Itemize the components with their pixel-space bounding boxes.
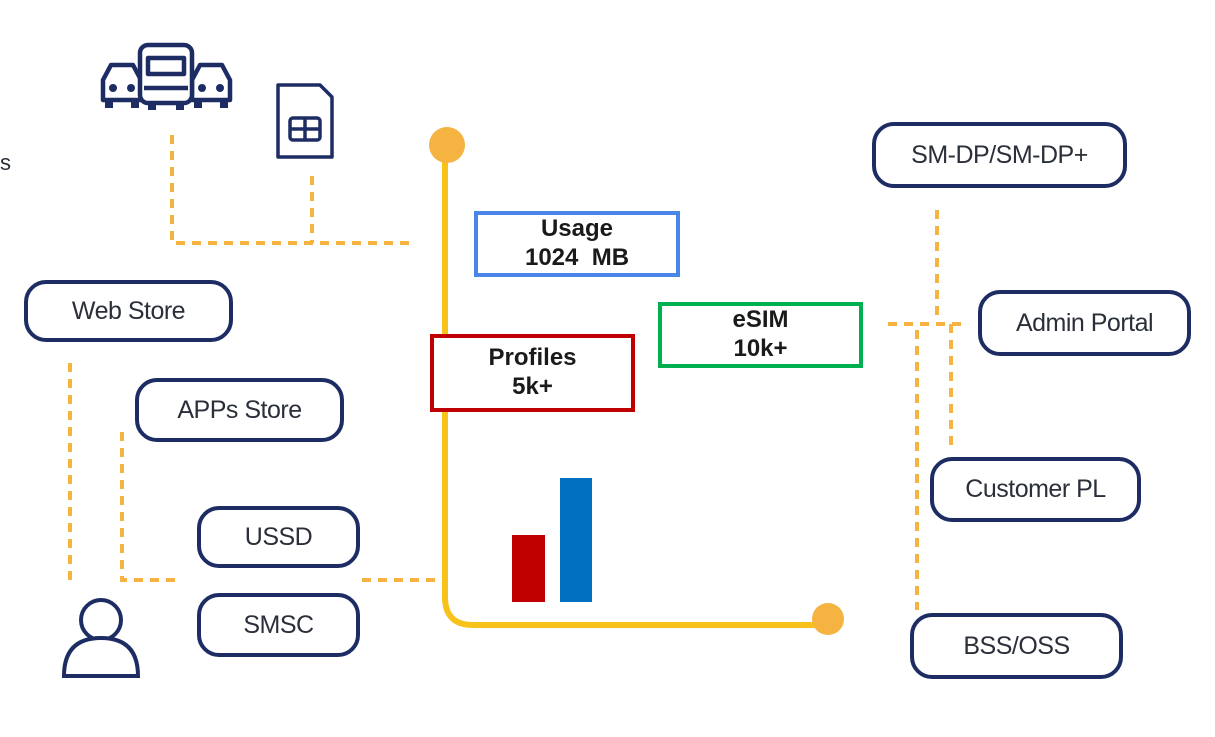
vehicles-icon [100,42,233,106]
edge-text: s [0,150,11,175]
axis-start-dot [429,127,465,163]
bar-blue [560,478,592,602]
connector-vehicles [170,135,410,245]
connector-apps-store [120,432,182,582]
profiles-metric-box: Profiles 5k+ [430,334,635,412]
usage-metric-box: Usage 1024 MB [474,211,680,277]
sim-card-icon [276,83,334,159]
usage-value: 1024 MB [524,244,630,271]
esim-value: 10k+ [733,335,788,362]
admin-portal-node: Admin Portal [978,290,1191,356]
axis-end-dot [812,603,844,635]
ussd-node: USSD [197,506,360,568]
customer-pl-node: Customer PL [930,457,1141,522]
esim-metric-box: eSIM 10k+ [658,302,863,368]
profiles-value: 5k+ [512,373,553,400]
esim-label: eSIM [732,306,789,334]
profiles-label: Profiles [488,344,577,372]
smsc-node: SMSC [197,593,360,657]
user-icon [61,598,141,678]
bar-red [512,535,545,602]
web-store-node: Web Store [24,280,233,342]
smdp-node: SM-DP/SM-DP+ [872,122,1127,188]
bss-oss-node: BSS/OSS [910,613,1123,679]
usage-label: Usage [540,215,614,243]
apps-store-node: APPs Store [135,378,344,442]
vehicle-wheels [105,84,228,110]
axis-line [442,145,828,628]
